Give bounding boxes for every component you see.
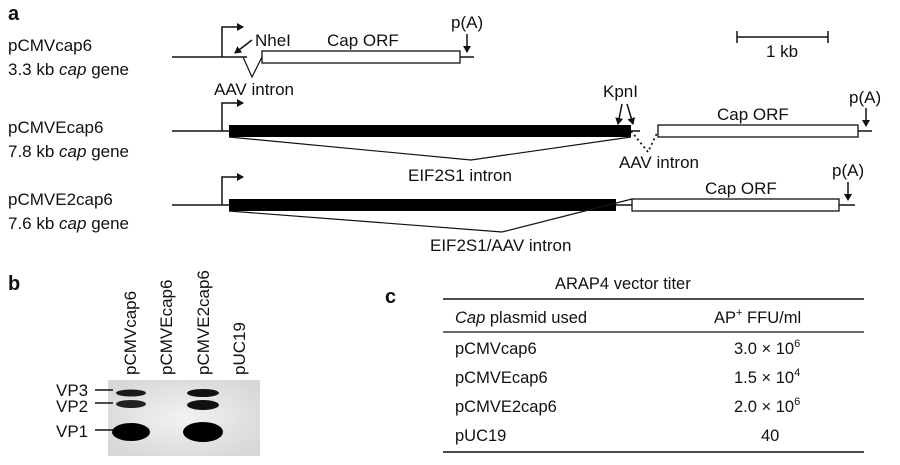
panel-label-c: c (385, 286, 396, 308)
cap-orf-box-3 (631, 198, 840, 212)
lane-label-4: pUC19 (230, 322, 249, 375)
polya-label-2: p(A) (849, 88, 881, 107)
construct-3-map (172, 173, 855, 233)
row-4-titer: 40 (761, 427, 779, 445)
table-row: pCMVcap6 3.0 × 106 (455, 338, 800, 358)
row-1-plasmid: pCMVcap6 (455, 340, 537, 358)
band-vp2-lane1 (116, 400, 146, 408)
table-row: pCMVE2cap6 2.0 × 106 (455, 396, 800, 416)
row-3-plasmid: pCMVE2cap6 (455, 398, 557, 416)
lane-label-3: pCMVE2cap6 (194, 270, 213, 375)
kpni-arrow-right-icon (626, 103, 636, 125)
construct-1-map (172, 23, 474, 79)
table-header-titer: AP+ FFU/ml (714, 307, 801, 327)
promoter-arrow-icon (221, 99, 244, 131)
construct-3-size: 7.6 kb cap gene (8, 214, 129, 233)
cap-orf-label-2: Cap ORF (717, 105, 789, 124)
row-1-titer: 3.0 × 106 (734, 338, 800, 358)
polya-label-1: p(A) (451, 13, 483, 32)
nhei-arrow-icon (234, 39, 253, 54)
cap-orf-box-1 (261, 50, 461, 64)
kpni-label: KpnI (603, 82, 638, 101)
table-title: ARAP4 vector titer (555, 275, 691, 293)
eif2s1-aav-intron-label: EIF2S1/AAV intron (430, 236, 571, 255)
cap-orf-label-3: Cap ORF (705, 179, 777, 198)
band-vp1-lane3 (183, 422, 223, 442)
band-label-vp1: VP1 (56, 422, 88, 441)
construct-2-map (172, 99, 872, 161)
band-label-vp2: VP2 (56, 397, 88, 416)
aav-intron-label-1: AAV intron (214, 80, 294, 99)
promoter-arrow-icon (221, 173, 244, 205)
cap-orf-box-2 (657, 124, 859, 138)
table-header-plasmid: Cap plasmid used (455, 309, 587, 327)
band-vp3-lane1 (116, 389, 146, 397)
table-row: pCMVEcap6 1.5 × 104 (455, 367, 800, 387)
eif2s1-exon-block-2 (229, 199, 616, 211)
table-row: pUC19 40 (455, 427, 779, 445)
lane-label-1: pCMVcap6 (121, 291, 140, 375)
cap-orf-label-1: Cap ORF (327, 31, 399, 50)
row-2-plasmid: pCMVEcap6 (455, 369, 548, 387)
promoter-arrow-icon (221, 23, 244, 57)
row-2-titer: 1.5 × 104 (734, 367, 800, 387)
aav-intron-label-2: AAV intron (619, 153, 699, 172)
band-vp1-lane1 (112, 423, 150, 441)
panel-label-a: a (8, 3, 20, 25)
scale-label: 1 kb (766, 42, 798, 61)
row-3-titer: 2.0 × 106 (734, 396, 800, 416)
nhei-label: NheI (255, 31, 291, 50)
eif2s1-intron-label: EIF2S1 intron (408, 166, 512, 185)
panel-label-b: b (8, 273, 20, 295)
band-label-vp3: VP3 (56, 381, 88, 400)
construct-1-size: 3.3 kb cap gene (8, 60, 129, 79)
construct-2-size: 7.8 kb cap gene (8, 142, 129, 161)
polya-label-3: p(A) (832, 161, 864, 180)
eif2s1-exon-block-1 (229, 125, 631, 137)
band-vp2-lane3 (187, 400, 219, 410)
kpni-arrow-left-icon (615, 103, 624, 125)
western-blot (95, 380, 260, 456)
row-4-plasmid: pUC19 (455, 427, 506, 445)
band-vp3-lane3 (187, 389, 219, 397)
scale-bar (736, 31, 829, 43)
construct-1-name: pCMVcap6 (8, 36, 92, 55)
lane-label-2: pCMVEcap6 (157, 280, 176, 375)
construct-2-name: pCMVEcap6 (8, 118, 103, 137)
construct-3-name: pCMVE2cap6 (8, 190, 113, 209)
